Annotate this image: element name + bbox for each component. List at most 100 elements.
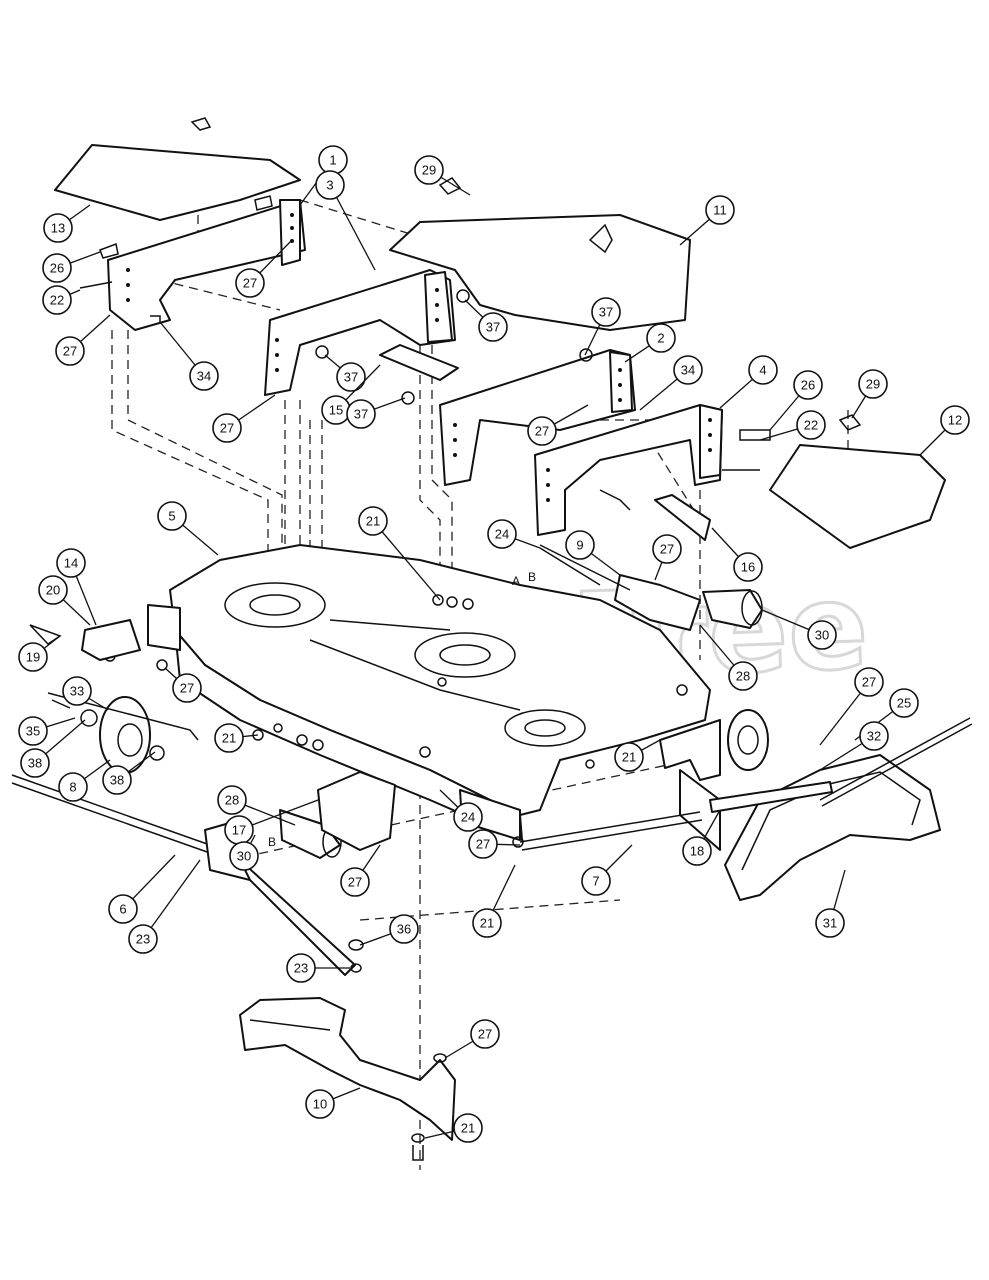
callout-2: 2 [624, 323, 676, 363]
callout-circle [229, 841, 259, 871]
callout-number: 28 [225, 793, 239, 808]
callout-number: 3 [326, 178, 333, 193]
callout-circle [389, 914, 419, 944]
callout-circle [858, 369, 888, 399]
callout-number: 21 [480, 916, 494, 931]
callout-5: 5 [157, 501, 219, 556]
callout-circle [859, 721, 889, 751]
callout-25: 25 [854, 688, 919, 741]
cover-left-13 [54, 117, 301, 221]
callout-number: 36 [397, 922, 411, 937]
callout-number: 38 [28, 756, 42, 771]
callout-21: 21 [472, 864, 516, 938]
mower-deck-5 [147, 544, 721, 851]
callout-circle [286, 953, 316, 983]
callout-number: 30 [237, 849, 251, 864]
callout-number: 13 [51, 221, 65, 236]
callout-circle [43, 213, 73, 243]
hardware-column [348, 939, 447, 1161]
callout-number: 37 [344, 370, 358, 385]
callout-circle [102, 765, 132, 795]
bracket-left-1 [107, 199, 306, 331]
callout-27: 27 [212, 394, 276, 443]
callout-leader [142, 859, 201, 940]
callout-number: 37 [486, 320, 500, 335]
callout-number: 37 [599, 305, 613, 320]
callout-number: 11 [713, 203, 727, 218]
callout-number: 26 [801, 378, 815, 393]
callout-circle [889, 688, 919, 718]
callout-number: 12 [948, 413, 962, 428]
callout-circle [478, 312, 508, 342]
callout-21: 21 [614, 739, 661, 772]
callout-9: 9 [565, 530, 621, 576]
callout-circle [38, 575, 68, 605]
callout-number: 28 [736, 669, 750, 684]
callout-19: 19 [18, 635, 61, 672]
callout-number: 21 [366, 514, 380, 529]
idler-bracket-9 [539, 544, 701, 631]
callout-35: 35 [18, 716, 76, 746]
callout-circle [565, 530, 595, 560]
callout-7: 7 [581, 844, 633, 896]
callout-circle [340, 867, 370, 897]
callout-number: 21 [461, 1121, 475, 1136]
callout-circle [591, 297, 621, 327]
callout-circle [56, 548, 86, 578]
callout-circle [807, 620, 837, 650]
callout-circle [235, 268, 265, 298]
callout-number: 8 [69, 780, 76, 795]
letter-a: A [512, 574, 520, 588]
callout-number: 5 [168, 509, 175, 524]
callout-number: 30 [815, 628, 829, 643]
callout-20: 20 [38, 575, 91, 626]
callout-28: 28 [217, 785, 296, 826]
callout-number: 17 [232, 823, 246, 838]
callout-number: 2 [657, 331, 664, 346]
callout-22: 22 [42, 285, 81, 315]
callout-circle [527, 416, 557, 446]
callout-circle [214, 723, 244, 753]
callout-27: 27 [444, 1019, 500, 1059]
callout-number: 27 [348, 875, 362, 890]
callout-circle [673, 355, 703, 385]
callout-number: 33 [70, 684, 84, 699]
callout-circle [705, 195, 735, 225]
callout-number: 26 [50, 261, 64, 276]
callout-4: 4 [719, 355, 778, 409]
callout-27: 27 [819, 667, 884, 746]
callout-24: 24 [487, 519, 541, 549]
callout-number: 27 [535, 424, 549, 439]
gauge-wheel-right [727, 709, 769, 771]
callout-number: 27 [476, 837, 490, 852]
callout-13: 13 [43, 204, 91, 243]
rod-25 [709, 717, 973, 813]
callout-27: 27 [468, 829, 521, 859]
letter-b-upper: B [528, 570, 536, 584]
callout-number: 9 [576, 538, 583, 553]
callout-circle [646, 323, 676, 353]
callout-circle [470, 1019, 500, 1049]
callout-34: 34 [159, 321, 219, 391]
callout-circle [58, 772, 88, 802]
callout-24: 24 [439, 789, 483, 832]
callout-16: 16 [711, 527, 763, 582]
callout-31: 31 [815, 869, 846, 938]
callout-circle [796, 410, 826, 440]
callout-number: 22 [50, 293, 64, 308]
callout-23: 23 [128, 859, 201, 954]
gauge-wheel-left [29, 619, 199, 774]
callout-36: 36 [359, 914, 419, 946]
callout-30: 30 [761, 609, 837, 650]
callout-number: 27 [478, 1027, 492, 1042]
cover-right-12 [769, 414, 946, 549]
lift-rod-6 [11, 774, 211, 854]
callout-circle [20, 748, 50, 778]
callout-circle [468, 829, 498, 859]
callout-number: 10 [313, 1097, 327, 1112]
hardware-parts [79, 195, 771, 586]
reference-letters: A B B [268, 570, 536, 849]
callout-23: 23 [286, 953, 350, 983]
callout-circle [472, 908, 502, 938]
